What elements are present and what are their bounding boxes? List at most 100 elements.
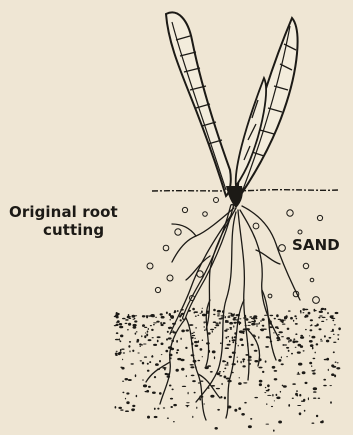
soil-speck [278, 334, 280, 335]
soil-speck [259, 380, 263, 383]
soil-speck [217, 313, 220, 314]
soil-speck [272, 366, 276, 369]
soil-speck [219, 375, 222, 377]
soil-speck [152, 337, 154, 338]
soil-speck [121, 367, 124, 370]
soil-speck [332, 315, 333, 316]
soil-speck [174, 312, 176, 313]
soil-speck [202, 356, 203, 357]
soil-speck [142, 315, 145, 317]
soil-speck [140, 346, 141, 347]
soil-speck [254, 360, 258, 362]
soil-speck [243, 360, 245, 362]
soil-speck [305, 329, 307, 330]
sand-grain [303, 263, 308, 268]
soil-speck [157, 336, 161, 338]
soil-speck [237, 360, 238, 363]
soil-speck [238, 345, 239, 347]
soil-speck [266, 424, 270, 425]
soil-speck [280, 320, 282, 321]
soil-speck [290, 339, 292, 342]
soil-speck [233, 325, 234, 327]
soil-speck [247, 325, 250, 326]
soil-speck [266, 403, 267, 405]
soil-speck [136, 331, 138, 332]
soil-speck [215, 323, 218, 324]
soil-speck [134, 318, 136, 319]
soil-speck [308, 397, 309, 400]
soil-speck [153, 322, 157, 323]
soil-speck [229, 340, 230, 342]
soil-speck [115, 353, 118, 356]
soil-speck [173, 404, 177, 406]
soil-speck [329, 337, 332, 339]
soil-speck [233, 318, 236, 321]
soil-speck [242, 365, 245, 367]
soil-speck [156, 321, 159, 323]
soil-speck [224, 397, 226, 400]
soil-speck [321, 321, 324, 322]
soil-speck [308, 312, 311, 315]
soil-speck [177, 349, 180, 351]
soil-speck [147, 331, 149, 333]
soil-speck [314, 369, 315, 370]
soil-speck [142, 379, 143, 381]
soil-speck [192, 416, 193, 418]
soil-speck [332, 320, 334, 322]
soil-speck [316, 343, 319, 345]
soil-speck [197, 360, 200, 362]
soil-speck [186, 329, 189, 331]
soil-speck [254, 350, 258, 352]
soil-speck [274, 370, 278, 372]
soil-speck [142, 324, 145, 327]
soil-speck [217, 315, 220, 316]
soil-speck [161, 354, 163, 355]
soil-speck [145, 333, 146, 334]
soil-speck [297, 374, 301, 375]
soil-speck [216, 388, 220, 389]
soil-speck [185, 347, 187, 349]
soil-speck [170, 319, 171, 321]
soil-speck [192, 380, 196, 382]
soil-speck [128, 345, 130, 348]
soil-speck [120, 340, 122, 342]
soil-speck [163, 407, 165, 408]
soil-speck [295, 347, 297, 348]
soil-speck [229, 327, 232, 328]
soil-speck [334, 324, 336, 325]
soil-speck [147, 363, 149, 365]
soil-speck [299, 412, 302, 415]
soil-speck [201, 310, 203, 313]
soil-speck [147, 370, 150, 372]
soil-speck [284, 317, 287, 320]
soil-speck [172, 389, 174, 391]
soil-speck [319, 315, 322, 316]
soil-speck [320, 421, 324, 423]
soil-speck [210, 329, 214, 330]
soil-speck [263, 329, 267, 330]
soil-speck [326, 319, 328, 320]
soil-speck [311, 336, 315, 339]
soil-speck [122, 381, 124, 382]
soil-speck [139, 344, 143, 345]
soil-speck [229, 356, 232, 358]
soil-speck [288, 310, 291, 311]
soil-speck [197, 315, 199, 316]
soil-speck [292, 383, 296, 385]
soil-speck [194, 338, 195, 339]
soil-speck [320, 341, 323, 342]
soil-speck [300, 311, 301, 314]
soil-speck [313, 358, 316, 359]
soil-speck [240, 338, 244, 341]
soil-speck [226, 337, 228, 339]
soil-speck [333, 334, 335, 335]
soil-speck [313, 398, 316, 399]
soil-speck [136, 395, 138, 398]
soil-speck [330, 331, 334, 332]
soil-speck [137, 353, 139, 354]
soil-speck [276, 397, 280, 400]
soil-speck [200, 313, 202, 314]
soil-speck [234, 313, 235, 315]
soil-speck [129, 341, 131, 343]
